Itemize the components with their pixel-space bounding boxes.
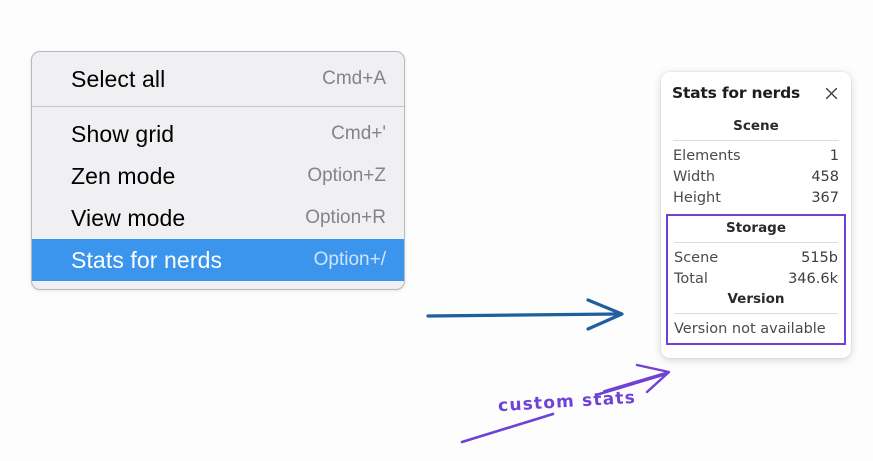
menu-item-label: Select all [71, 65, 166, 92]
menu-item-label: Show grid [71, 120, 175, 147]
panel-title: Stats for nerds [672, 84, 801, 102]
menu-group-2: Show grid Cmd+' Zen mode Option+Z View m… [32, 113, 404, 281]
stats-section-storage: Storage Scene 515b Total 346.6k [673, 218, 839, 289]
stats-for-nerds-panel: Stats for nerds Scene Elements 1 Width 4… [661, 72, 851, 358]
stats-section-version: Version Version not available [673, 289, 839, 338]
stat-label: Scene [674, 249, 719, 266]
stat-label: Elements [673, 147, 741, 164]
table-row: Width 458 [672, 166, 840, 187]
section-rule [673, 140, 839, 141]
canvas-context-menu[interactable]: Select all Cmd+A Show grid Cmd+' Zen mod… [31, 51, 405, 290]
table-row: Elements 1 [672, 145, 840, 166]
stat-value: 458 [811, 168, 839, 185]
panel-header: Stats for nerds [672, 84, 840, 102]
menu-item-view-mode[interactable]: View mode Option+R [32, 197, 404, 239]
menu-item-shortcut: Option+Z [307, 165, 386, 186]
custom-stats-highlight-box: Storage Scene 515b Total 346.6k Version … [666, 214, 846, 345]
menu-divider [32, 106, 404, 107]
menu-item-label: View mode [71, 204, 186, 231]
menu-item-shortcut: Option+/ [313, 249, 386, 270]
annotation-label-custom-stats: custom stats [497, 387, 637, 417]
menu-item-show-grid[interactable]: Show grid Cmd+' [32, 113, 404, 155]
stat-label: Width [673, 168, 716, 185]
menu-item-shortcut: Cmd+' [331, 123, 386, 144]
menu-item-label: Zen mode [71, 162, 176, 189]
blue-arrow-annotation [426, 298, 624, 331]
purple-underline-annotation [460, 412, 555, 444]
section-heading: Storage [725, 220, 787, 236]
menu-item-stats-for-nerds[interactable]: Stats for nerds Option+/ [32, 239, 404, 281]
section-rule [674, 313, 838, 314]
menu-group-1: Select all Cmd+A [32, 58, 404, 100]
menu-item-zen-mode[interactable]: Zen mode Option+Z [32, 155, 404, 197]
menu-item-shortcut: Cmd+A [322, 68, 386, 89]
section-rule [674, 242, 838, 243]
close-icon[interactable] [823, 85, 840, 102]
stat-label: Height [673, 189, 721, 206]
stats-section-scene: Scene Elements 1 Width 458 Height 367 [672, 116, 840, 208]
section-heading: Version [727, 291, 785, 307]
section-heading: Scene [733, 118, 779, 134]
stat-value: 346.6k [788, 270, 838, 287]
stat-value: 515b [801, 249, 838, 266]
table-row: Scene 515b [673, 247, 839, 268]
table-row: Total 346.6k [673, 268, 839, 289]
version-note: Version not available [674, 321, 826, 337]
menu-item-select-all[interactable]: Select all Cmd+A [32, 58, 404, 100]
stat-label: Total [674, 270, 708, 287]
menu-item-label: Stats for nerds [71, 246, 223, 273]
stat-value: 1 [829, 147, 839, 164]
stat-value: 367 [811, 189, 839, 206]
table-row: Height 367 [672, 187, 840, 208]
menu-item-shortcut: Option+R [305, 207, 386, 228]
